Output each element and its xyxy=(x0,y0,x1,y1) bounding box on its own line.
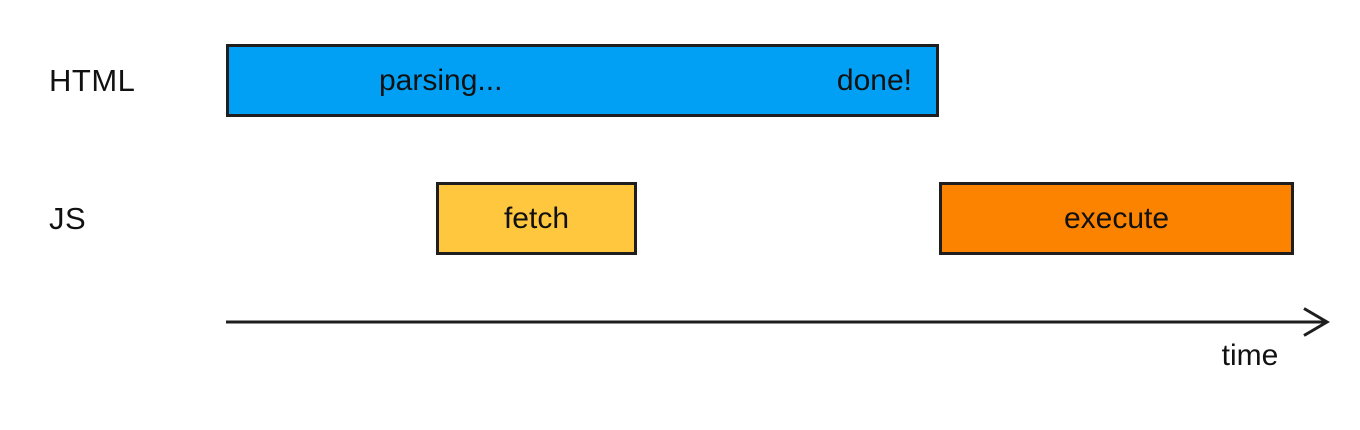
fetch-bar-text: fetch xyxy=(503,201,570,235)
parsing-bar-right-text: done! xyxy=(836,63,912,97)
row-label-html: HTML xyxy=(49,63,136,98)
time-axis-label: time xyxy=(1221,339,1279,372)
time-axis-arrow xyxy=(226,307,1330,337)
arrow-head-icon xyxy=(1303,307,1330,337)
js-execute-bar: execute xyxy=(939,182,1294,255)
js-fetch-bar: fetch xyxy=(436,182,637,255)
html-parsing-bar: parsing... done! xyxy=(226,44,939,117)
execute-bar-text: execute xyxy=(1063,201,1170,235)
parsing-bar-left-text: parsing... xyxy=(379,63,503,97)
row-label-js: JS xyxy=(49,201,87,236)
